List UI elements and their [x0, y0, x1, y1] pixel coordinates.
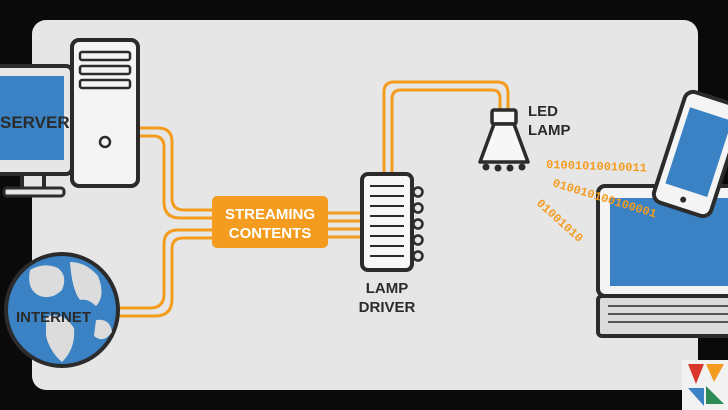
- led-lamp-label-line2: LAMP: [528, 122, 571, 139]
- led-lamp-label-line1: LED: [528, 103, 558, 120]
- cable-internet-to-streaming: [116, 228, 214, 310]
- streaming-box: [212, 196, 328, 248]
- cables: [116, 80, 510, 318]
- lamp-driver-label-line1: LAMP: [366, 280, 409, 297]
- cable-driver-to-lamp: [382, 80, 510, 176]
- cable-server-to-streaming: [138, 126, 214, 212]
- smartphone-icon: [651, 89, 728, 219]
- led-bulb-icon: [478, 108, 530, 172]
- lamp-driver-label-line2: DRIVER: [359, 299, 416, 316]
- server-tower-icon: [70, 38, 140, 188]
- cable-driver-to-lamp-2: [390, 88, 502, 176]
- binary-row-1: 01001010010011: [546, 158, 647, 176]
- cable-server-to-streaming-2: [138, 134, 214, 220]
- streaming-label-line1: STREAMING: [225, 206, 315, 223]
- cable-internet-to-streaming-2: [116, 236, 214, 318]
- lamp-driver-icon: [360, 172, 424, 272]
- internet-label: INTERNET: [16, 309, 91, 326]
- server-label: SERVER: [0, 113, 70, 132]
- streaming-label-line2: CONTENTS: [229, 225, 312, 242]
- logo-watermark-icon: [682, 360, 728, 410]
- globe-icon: [4, 252, 120, 368]
